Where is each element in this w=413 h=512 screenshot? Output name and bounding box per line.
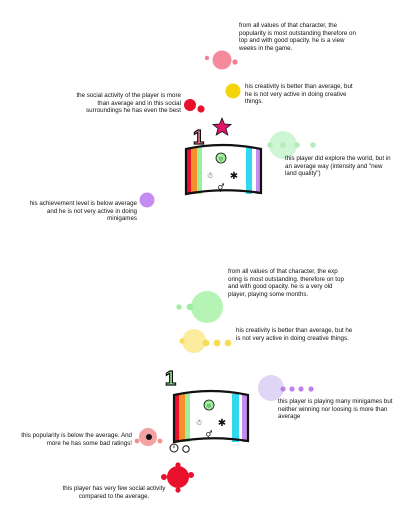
level-digit-2: 1 xyxy=(165,368,176,390)
achievement-note-1: his achievement level is below average a… xyxy=(29,200,137,223)
creativity-bubble-1 xyxy=(225,83,241,99)
exploration-note-1: this player did explore the world, but i… xyxy=(285,155,391,178)
svg-text:✱: ✱ xyxy=(230,171,238,182)
social-note-2: this player has very few social activity… xyxy=(62,485,166,500)
experience-bubble-2 xyxy=(176,291,223,323)
svg-text:⚥: ⚥ xyxy=(217,183,225,193)
svg-text:✱: ✱ xyxy=(218,418,226,429)
social-note-1: the social activity of the player is mor… xyxy=(76,92,181,115)
creativity-bubble-2 xyxy=(179,329,232,353)
achievement-bubble-1 xyxy=(139,192,155,208)
avatar-card-2: ☺ ☃ ✱ ⚥ xyxy=(169,389,250,453)
svg-text:☺: ☺ xyxy=(206,404,212,410)
exploration-bubble-1 xyxy=(267,131,316,159)
svg-text:☃: ☃ xyxy=(206,170,213,180)
creativity-note-2: his creativity is better than average, b… xyxy=(236,327,353,342)
level-digit-1: 1 xyxy=(193,127,204,149)
popularity-bubble-1 xyxy=(204,50,238,70)
svg-text:☺: ☺ xyxy=(218,157,224,163)
popularity-bubble-2 xyxy=(134,428,163,446)
social-bubble-2 xyxy=(161,462,194,493)
social-bubble-1 xyxy=(184,99,205,113)
popularity-note-1: from all values of that character, the p… xyxy=(239,22,356,52)
svg-text:☃: ☃ xyxy=(195,417,202,427)
minigames-note-2: this player is playing many minigames bu… xyxy=(278,398,393,421)
svg-text:⚥: ⚥ xyxy=(205,430,213,440)
avatar-card-1: ☺ ☃ ✱ ⚥ xyxy=(184,143,263,196)
creativity-note-1: his creativity is better than average, b… xyxy=(245,83,353,106)
star-icon xyxy=(211,116,233,136)
experience-note-2: from all values of that character, the e… xyxy=(228,268,344,298)
popularity-note-2: this popularity is below the average. An… xyxy=(21,432,132,447)
minigames-bubble-2 xyxy=(258,375,314,401)
